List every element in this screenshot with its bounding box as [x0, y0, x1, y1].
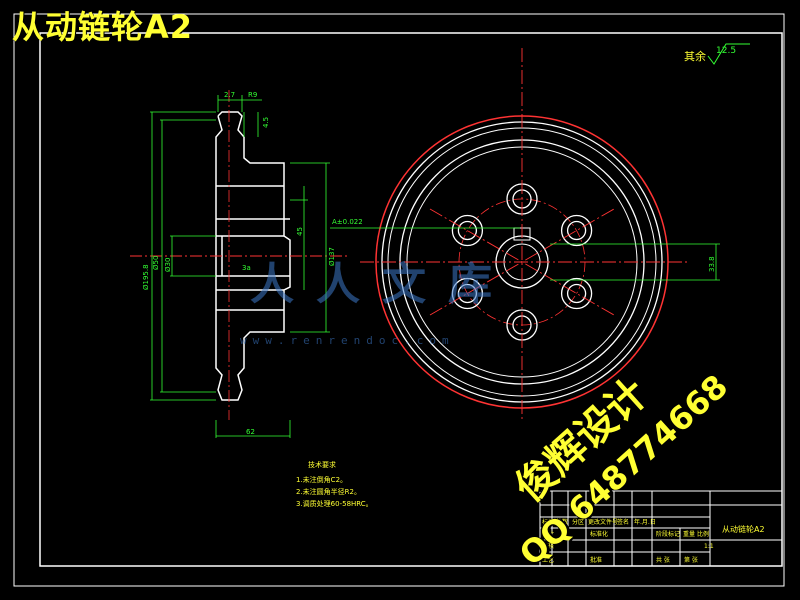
title-block-texts: 标记 处数 分区 更改文件号 签名 年.月.日 设计 审核 工艺 标准化 阶段标… [542, 518, 765, 564]
front-centerlines [360, 48, 690, 420]
dim-tolerance: A±0.022 [332, 218, 363, 226]
side-dimensions [150, 95, 330, 438]
tb-approve: 批准 [590, 556, 602, 564]
roughness-note: 其余 [684, 49, 706, 63]
tb-col-5: 签名 [617, 518, 629, 526]
dim-top-width: 2.7 [224, 91, 235, 99]
brand-watermark: 人人文库 [250, 259, 514, 310]
tb-col-2: 处数 [556, 518, 568, 526]
tech-requirements: 技术要求 1.未注倒角C2。 2.未注圆角半径R2。 3.调质处理60-58HR… [296, 460, 373, 508]
tb-part-name: 从动链轮A2 [722, 524, 765, 534]
tb-sheet-total: 共 张 [656, 556, 670, 564]
dim-tooth-gap: 4.5 [262, 117, 270, 128]
side-dimension-texts: 2.7 R9 4.5 Ø195.8 Ø50 Ø30 45 Ø137 62 3a [142, 91, 336, 436]
tb-sheet-no: 第 张 [684, 556, 698, 564]
tb-std: 标准化 [590, 530, 608, 538]
tech-item-3: 3.调质处理60-58HRC。 [296, 499, 373, 508]
tech-item-1: 1.未注倒角C2。 [296, 475, 347, 484]
front-dimensions [330, 227, 720, 281]
dim-hub-dia: Ø137 [328, 247, 336, 266]
inner-border [39, 32, 783, 567]
url-watermark: www.renrendoc.com [240, 334, 455, 347]
tech-heading: 技术要求 [308, 460, 336, 469]
dim-pitch-dia: Ø195.8 [142, 264, 150, 290]
side-view [215, 111, 291, 401]
dim-chamfer: 3a [242, 264, 251, 272]
roughness-value: 12.5 [716, 46, 736, 56]
tb-col-6: 年.月.日 [634, 518, 656, 526]
tb-row-review: 审核 [542, 542, 554, 550]
drawing-title: 从动链轮A2 [12, 8, 194, 46]
tb-weight: 重量 [683, 530, 695, 538]
dim-shaft: Ø30 [164, 258, 172, 272]
dim-top-width2: R9 [248, 91, 257, 99]
dim-keyway: 45 [296, 227, 304, 236]
tb-stage: 阶段标记 [656, 530, 680, 538]
dim-side: 33.8 [708, 256, 716, 272]
tech-item-2: 2.未注圆角半径R2。 [296, 487, 361, 496]
tb-scale-label: 比例 [697, 530, 709, 538]
dim-bottom-width: 62 [246, 428, 255, 436]
tb-col-4: 更改文件号 [588, 518, 618, 526]
outer-border [13, 13, 785, 587]
tb-row-process: 工艺 [542, 556, 554, 564]
tb-col-3: 分区 [572, 518, 584, 526]
roughness-symbol: 其余 12.5 [684, 43, 750, 65]
tb-col-1: 标记 [542, 518, 554, 526]
title-block [539, 490, 783, 567]
dim-inner-dia: Ø50 [152, 256, 160, 270]
tb-scale: 1:1 [704, 543, 714, 550]
tb-row-design: 设计 [542, 530, 554, 538]
